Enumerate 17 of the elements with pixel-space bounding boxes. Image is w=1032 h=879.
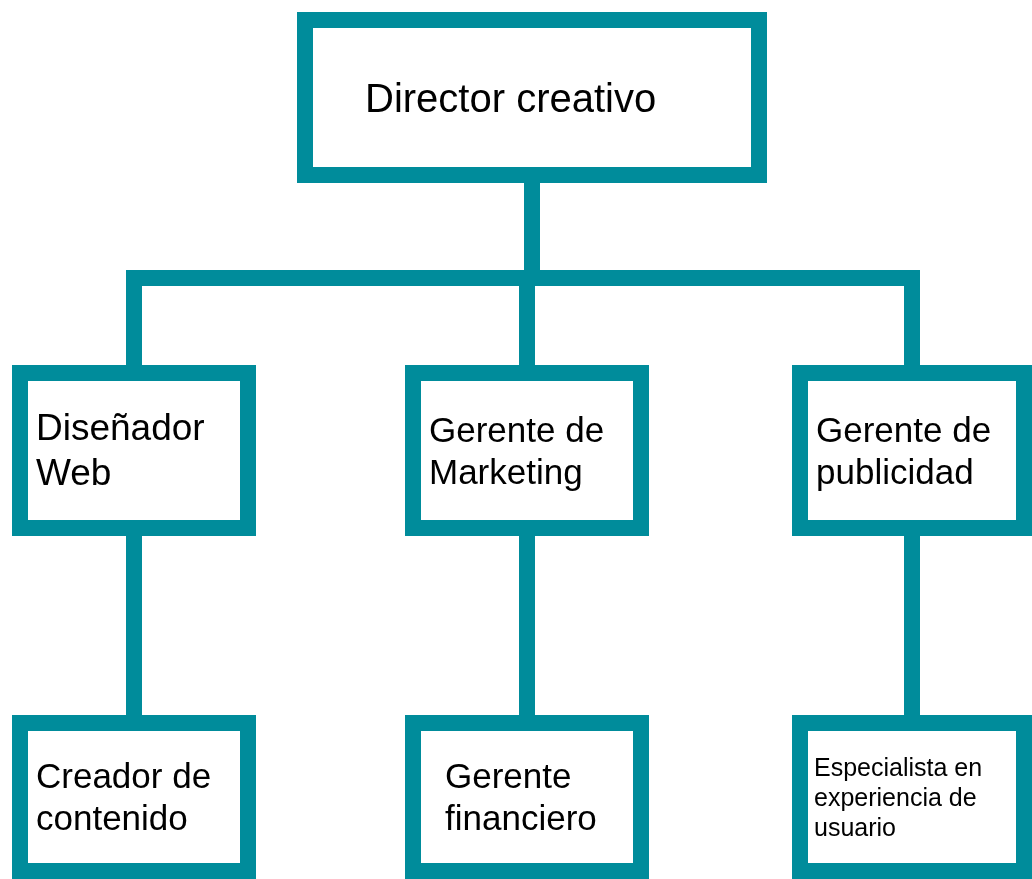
role-box xyxy=(405,715,649,879)
role-box xyxy=(405,365,649,536)
role-title: Creador de contenido xyxy=(36,755,213,839)
role-box xyxy=(12,715,256,879)
role-box xyxy=(297,12,767,183)
role-title: Gerente financiero xyxy=(445,755,598,839)
role-title: Director creativo xyxy=(365,74,657,122)
connector-line xyxy=(126,536,142,715)
role-box xyxy=(792,715,1032,879)
role-title: Especialista en experiencia de usuario xyxy=(814,752,984,842)
role-box xyxy=(792,365,1032,536)
role-title: Gerente de publicidad xyxy=(816,408,993,493)
role-box xyxy=(12,365,256,536)
role-title: Gerente de Marketing xyxy=(429,408,606,493)
connector-line xyxy=(519,536,535,715)
connector-line xyxy=(904,536,920,715)
role-title: Diseñador Web xyxy=(36,406,206,495)
